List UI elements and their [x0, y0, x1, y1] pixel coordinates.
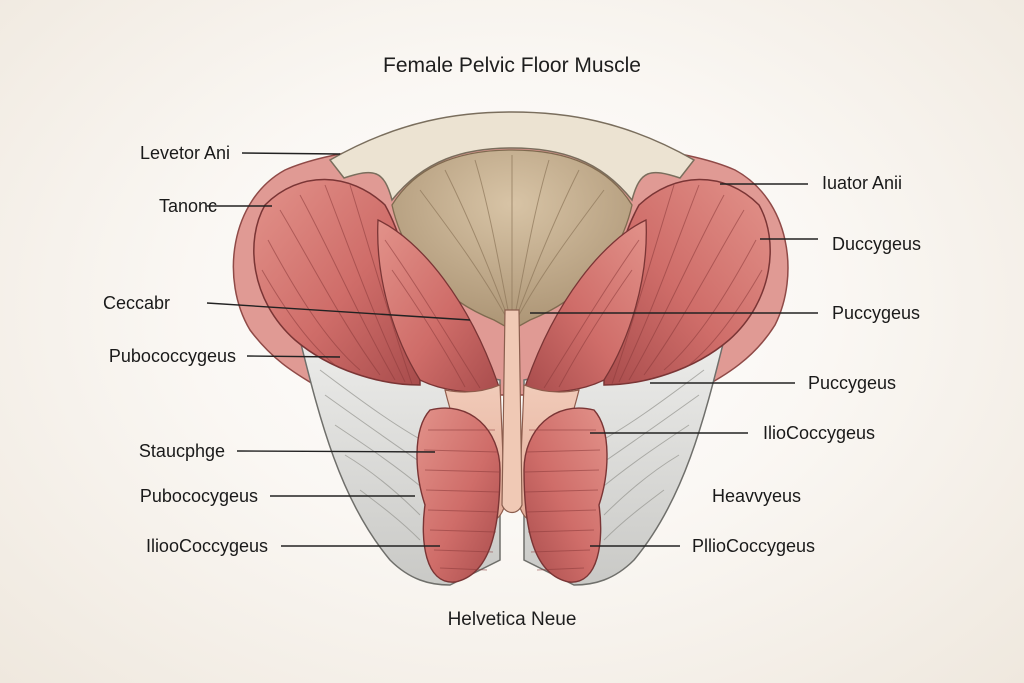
diagram-title: Female Pelvic Floor Muscle: [383, 54, 641, 77]
label-right-5: IlioCoccygeus: [763, 423, 876, 443]
label-right-7: PllioCoccygeus: [692, 536, 816, 556]
label-right-4: Puccygeus: [808, 373, 897, 393]
leader-lines: [206, 152, 818, 547]
leader-line-left-4: [246, 355, 341, 358]
label-right-3: Puccygeus: [832, 303, 921, 323]
label-left-4: Pubococcygeus: [108, 346, 236, 366]
leader-line-left-5: [236, 450, 436, 453]
leader-line-left-3: [206, 302, 471, 321]
label-left-5: Staucphge: [138, 441, 225, 461]
label-left-2: Tanonc: [158, 196, 217, 216]
diagram-caption: Helvetica Neue: [447, 609, 577, 630]
label-left-7: IliooCoccygeus: [145, 536, 268, 556]
right-inner-muscle: [523, 218, 647, 393]
label-right-1: Iuator Anii: [822, 173, 903, 193]
label-left-3: Ceccabr: [102, 293, 170, 313]
label-left-6: Pubococygeus: [139, 486, 258, 506]
leader-line-left-1: [241, 152, 341, 155]
midline-column: [501, 309, 523, 514]
label-left-1: Levetor Ani: [139, 143, 230, 163]
label-right-2: Duccygeus: [832, 234, 922, 254]
pubic-arch-bone: [328, 111, 696, 202]
left-inner-muscle: [377, 218, 501, 393]
label-right-6: Heavvyeus: [712, 486, 802, 506]
